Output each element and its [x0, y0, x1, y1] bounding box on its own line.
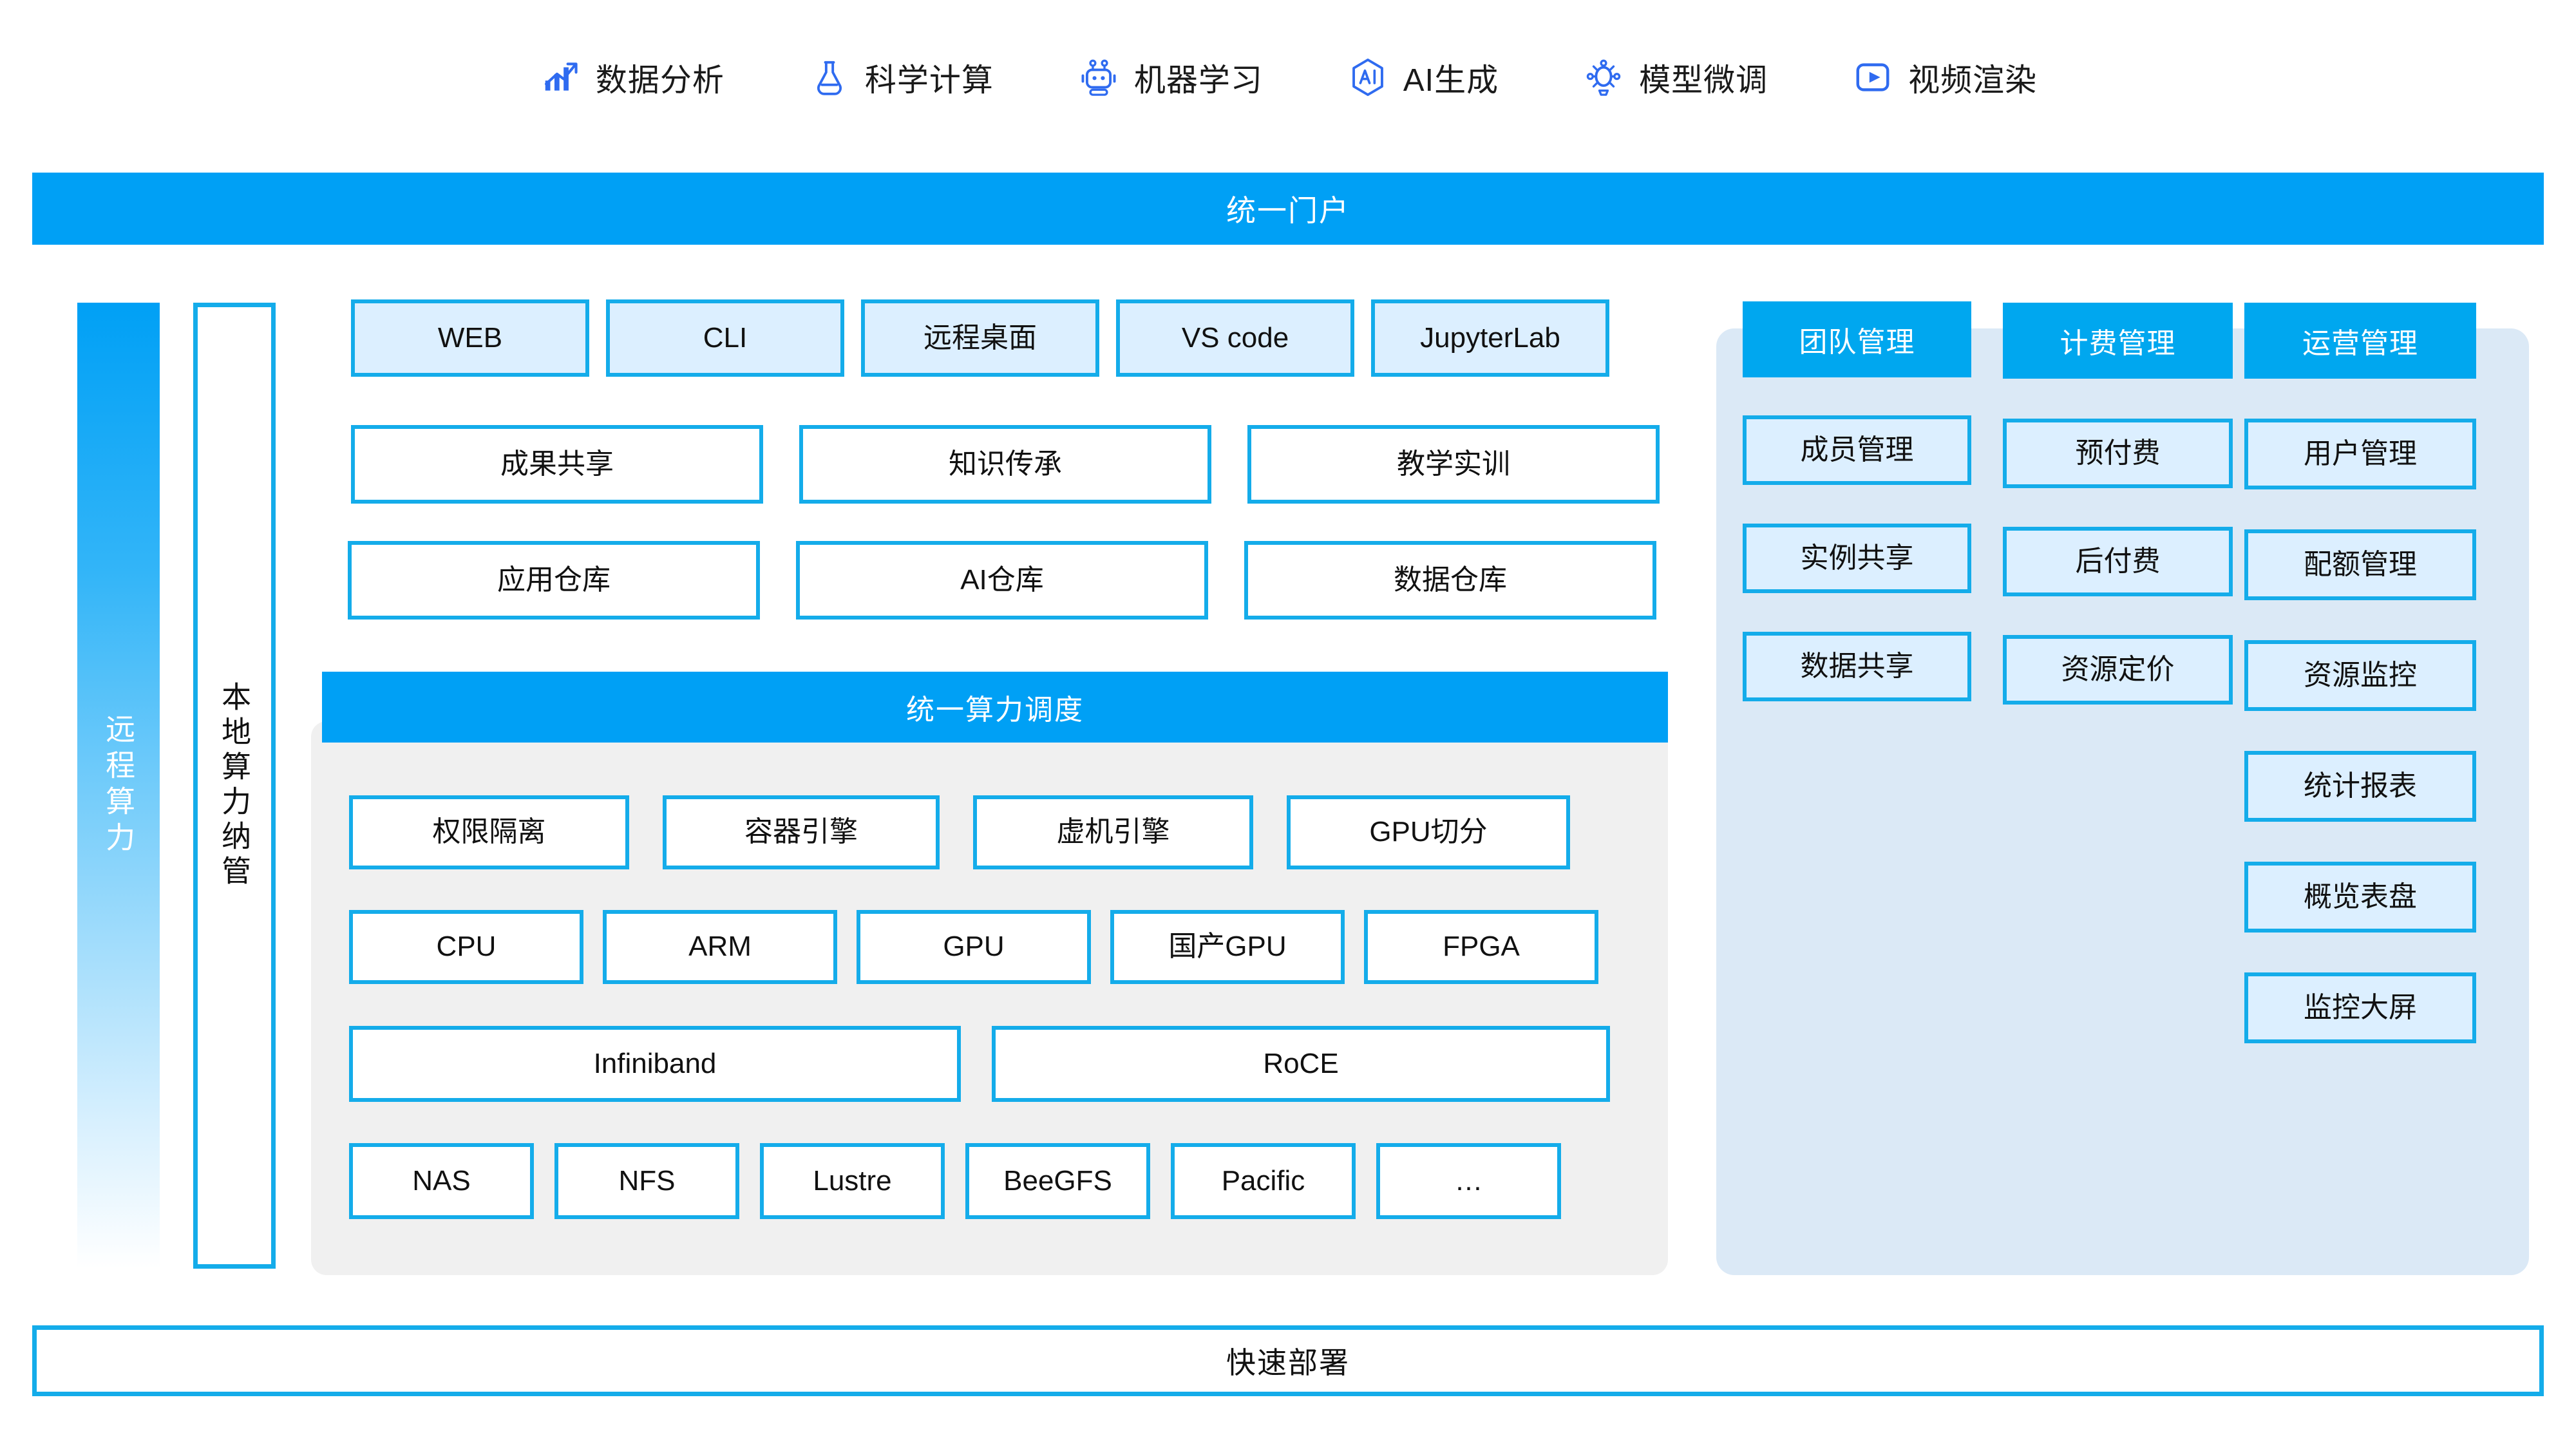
access-item-cli[interactable]: CLI: [606, 299, 844, 377]
management-item-member-management[interactable]: 成员管理: [1743, 415, 1971, 485]
scenario-label: 科学计算: [864, 62, 994, 98]
management-item-quota-management[interactable]: 配额管理: [2244, 529, 2476, 600]
storage-row: NAS NFS Lustre BeeGFS Pacific …: [349, 1143, 1561, 1219]
management-item-user-management[interactable]: 用户管理: [2244, 419, 2476, 489]
management-header-team[interactable]: 团队管理: [1743, 301, 1971, 377]
infra-item-fpga[interactable]: FPGA: [1364, 910, 1598, 984]
local-compute-label: 本地算力纳管: [218, 681, 252, 890]
ai-hexagon-icon: [1347, 56, 1389, 99]
quick-deploy-bar: 快速部署: [32, 1325, 2544, 1396]
access-item-web[interactable]: WEB: [351, 299, 589, 377]
management-item-statistical-report[interactable]: 统计报表: [2244, 751, 2476, 822]
robot-icon: [1077, 56, 1120, 99]
infra-item-arm[interactable]: ARM: [603, 910, 837, 984]
scenario-label: 视频渲染: [1908, 62, 2038, 98]
scenario-item-scientific-computing[interactable]: 科学计算: [808, 55, 994, 100]
management-header-billing[interactable]: 计费管理: [2003, 303, 2233, 379]
scenario-item-model-finetune[interactable]: 模型微调: [1582, 55, 1768, 100]
service-row: 成果共享 知识传承 教学实训: [351, 425, 1660, 504]
infra-item-gpu[interactable]: GPU: [857, 910, 1091, 984]
management-item-instance-sharing[interactable]: 实例共享: [1743, 524, 1971, 593]
infra-item-lustre[interactable]: Lustre: [760, 1143, 945, 1219]
management-item-prepaid[interactable]: 预付费: [2003, 419, 2233, 488]
unified-scheduler-bar: 统一算力调度: [322, 672, 1668, 743]
scenario-item-data-analysis[interactable]: 数据分析: [539, 55, 724, 100]
infra-item-domestic-gpu[interactable]: 国产GPU: [1110, 910, 1345, 984]
video-play-icon: [1852, 56, 1894, 99]
repo-item-app-repository[interactable]: 应用仓库: [348, 541, 760, 620]
scenario-strip: 数据分析 科学计算 机器学习: [0, 39, 2576, 116]
chart-growth-icon: [539, 56, 582, 99]
management-item-overview-dashboard[interactable]: 概览表盘: [2244, 862, 2476, 933]
infra-item-nas[interactable]: NAS: [349, 1143, 534, 1219]
network-row: Infiniband RoCE: [349, 1026, 1610, 1102]
infra-item-beegfs[interactable]: BeeGFS: [965, 1143, 1150, 1219]
unified-portal-bar: 统一门户: [32, 173, 2544, 245]
access-item-vscode[interactable]: VS code: [1116, 299, 1354, 377]
management-item-resource-pricing[interactable]: 资源定价: [2003, 635, 2233, 705]
infra-item-infiniband[interactable]: Infiniband: [349, 1026, 961, 1102]
scenario-label: 数据分析: [595, 62, 724, 98]
repo-item-data-repository[interactable]: 数据仓库: [1244, 541, 1656, 620]
infra-item-nfs[interactable]: NFS: [554, 1143, 739, 1219]
management-item-postpaid[interactable]: 后付费: [2003, 527, 2233, 596]
management-column-billing: 预付费 后付费 资源定价: [2003, 419, 2233, 705]
scenario-item-video-rendering[interactable]: 视频渲染: [1852, 55, 2037, 100]
management-header-operation[interactable]: 运营管理: [2244, 303, 2476, 379]
model-tune-icon: [1582, 56, 1625, 99]
scenario-label: 模型微调: [1639, 62, 1768, 98]
access-item-remote-desktop[interactable]: 远程桌面: [861, 299, 1099, 377]
management-item-data-sharing[interactable]: 数据共享: [1743, 632, 1971, 701]
access-item-jupyterlab[interactable]: JupyterLab: [1371, 299, 1609, 377]
service-item-knowledge-transfer[interactable]: 知识传承: [799, 425, 1211, 504]
flask-icon: [808, 56, 851, 99]
management-column-team: 成员管理 实例共享 数据共享: [1743, 415, 1971, 701]
infra-item-pacific[interactable]: Pacific: [1171, 1143, 1356, 1219]
service-item-teaching-training[interactable]: 教学实训: [1247, 425, 1660, 504]
infra-item-vm-engine[interactable]: 虚机引擎: [973, 795, 1253, 869]
hardware-row: CPU ARM GPU 国产GPU FPGA: [349, 910, 1598, 984]
local-compute-rail: 本地算力纳管: [193, 303, 276, 1269]
management-column-operation: 用户管理 配额管理 资源监控 统计报表 概览表盘 监控大屏: [2244, 419, 2476, 1043]
scenario-item-ai-generation[interactable]: AI生成: [1347, 55, 1499, 100]
infra-item-container-engine[interactable]: 容器引擎: [663, 795, 940, 869]
repo-item-ai-repository[interactable]: AI仓库: [796, 541, 1208, 620]
infra-item-gpu-partitioning[interactable]: GPU切分: [1287, 795, 1570, 869]
access-row: WEB CLI 远程桌面 VS code JupyterLab: [351, 299, 1609, 377]
repository-row: 应用仓库 AI仓库 数据仓库: [348, 541, 1656, 620]
infra-item-roce[interactable]: RoCE: [992, 1026, 1610, 1102]
management-item-resource-monitor[interactable]: 资源监控: [2244, 640, 2476, 711]
scenario-label: AI生成: [1403, 62, 1499, 98]
remote-compute-rail: 远程算力: [77, 303, 160, 1269]
management-item-monitoring-screen[interactable]: 监控大屏: [2244, 972, 2476, 1043]
remote-compute-label: 远程算力: [102, 714, 136, 858]
service-item-achievement-sharing[interactable]: 成果共享: [351, 425, 763, 504]
infra-item-cpu[interactable]: CPU: [349, 910, 583, 984]
virtualization-row: 权限隔离 容器引擎 虚机引擎 GPU切分: [349, 795, 1570, 869]
scenario-label: 机器学习: [1133, 62, 1263, 98]
infra-item-permission-isolation[interactable]: 权限隔离: [349, 795, 629, 869]
scenario-item-machine-learning[interactable]: 机器学习: [1077, 55, 1263, 100]
infra-item-more[interactable]: …: [1376, 1143, 1561, 1219]
